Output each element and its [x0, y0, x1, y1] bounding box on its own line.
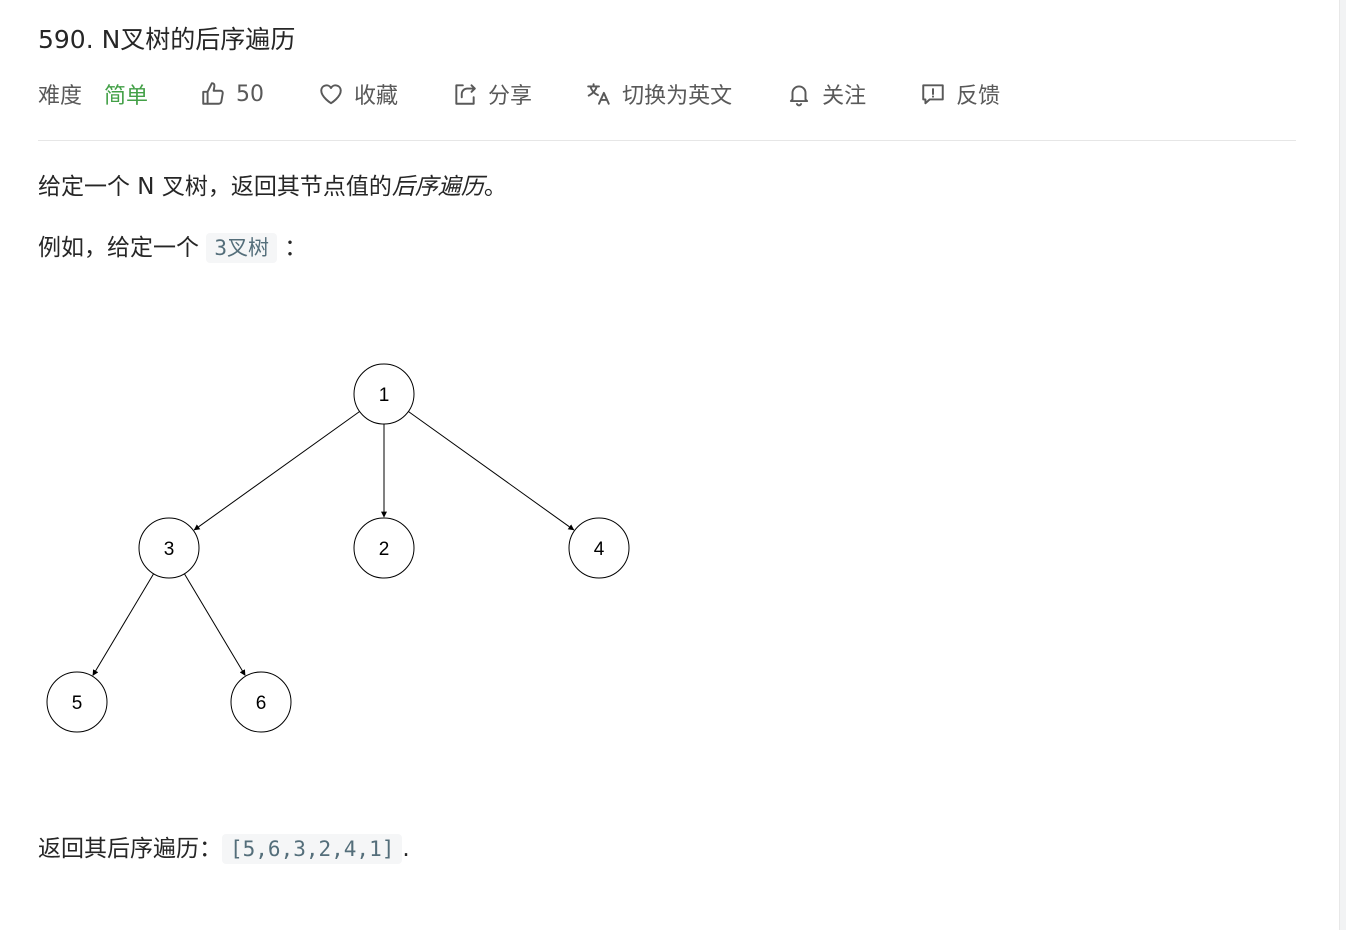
tree-node-4: 4	[568, 517, 630, 579]
problem-toolbar: 难度 简单 50 收藏 分享	[38, 76, 1054, 112]
difficulty-label: 难度	[38, 84, 83, 109]
tree-edge-1-3	[193, 411, 360, 531]
translate-icon	[587, 83, 610, 105]
share-icon	[455, 84, 476, 105]
tree-node-circle	[46, 671, 108, 733]
tree-node-2: 2	[353, 517, 415, 579]
description-text: 给定一个 N 叉树，返回其节点值的	[38, 174, 392, 200]
follow-button[interactable]: 关注	[786, 78, 866, 110]
header-divider	[38, 140, 1296, 141]
follow-label: 关注	[822, 84, 867, 109]
tree-node-1: 1	[353, 363, 415, 425]
feedback-label: 反馈	[956, 84, 1001, 109]
feedback-icon	[922, 84, 944, 105]
tree-diagram: 1 3 2 4 5 6	[46, 363, 630, 733]
tree-node-label: 3	[164, 539, 175, 560]
feedback-button[interactable]: 反馈	[920, 78, 1000, 110]
result-line: 返回其后序遍历：[5,6,3,2,4,1].	[38, 832, 410, 866]
bell-icon	[789, 85, 809, 107]
like-button[interactable]: 50	[200, 81, 264, 107]
translate-button[interactable]: 切换为英文	[586, 78, 732, 110]
tree-node-label: 1	[379, 385, 390, 406]
result-text: 返回其后序遍历：	[38, 836, 222, 862]
thumbs-up-icon	[202, 82, 224, 105]
tree-node-label: 4	[594, 539, 605, 560]
example-text: 例如，给定一个	[38, 235, 199, 261]
tree-node-circle	[353, 517, 415, 579]
inline-code-result: [5,6,3,2,4,1]	[222, 834, 403, 864]
result-suffix: .	[402, 836, 410, 862]
description-line-1: 给定一个 N 叉树，返回其节点值的后序遍历。	[38, 170, 507, 204]
collect-button[interactable]: 收藏	[318, 78, 398, 110]
translate-label: 切换为英文	[622, 84, 733, 109]
example-suffix: ：	[284, 235, 308, 261]
like-count: 50	[236, 81, 265, 107]
tree-node-3: 3	[138, 517, 200, 579]
tree-edge-3-5	[92, 573, 155, 676]
collect-label: 收藏	[354, 84, 399, 109]
tree-node-circle	[230, 671, 292, 733]
tree-edge-3-6	[183, 573, 246, 676]
tree-node-6: 6	[230, 671, 292, 733]
tree-node-label: 5	[72, 693, 83, 714]
tree-node-circle	[568, 517, 630, 579]
heart-icon	[320, 84, 342, 105]
description-suffix: 。	[483, 174, 507, 200]
share-button[interactable]: 分享	[452, 78, 532, 110]
tree-node-circle	[353, 363, 415, 425]
description-line-2: 例如，给定一个 3叉树 ：	[38, 231, 307, 265]
difficulty-badge: 简单	[104, 84, 149, 109]
tree-edge-1-4	[408, 411, 575, 531]
scrollbar-track[interactable]	[1339, 0, 1346, 930]
share-label: 分享	[488, 84, 533, 109]
inline-code-tree-type: 3叉树	[206, 233, 277, 263]
tree-node-label: 2	[379, 539, 390, 560]
page-title: 590. N叉树的后序遍历	[38, 25, 296, 54]
description-emphasis: 后序遍历	[391, 174, 484, 200]
tree-node-5: 5	[46, 671, 108, 733]
tree-node-label: 6	[256, 693, 267, 714]
tree-node-circle	[138, 517, 200, 579]
